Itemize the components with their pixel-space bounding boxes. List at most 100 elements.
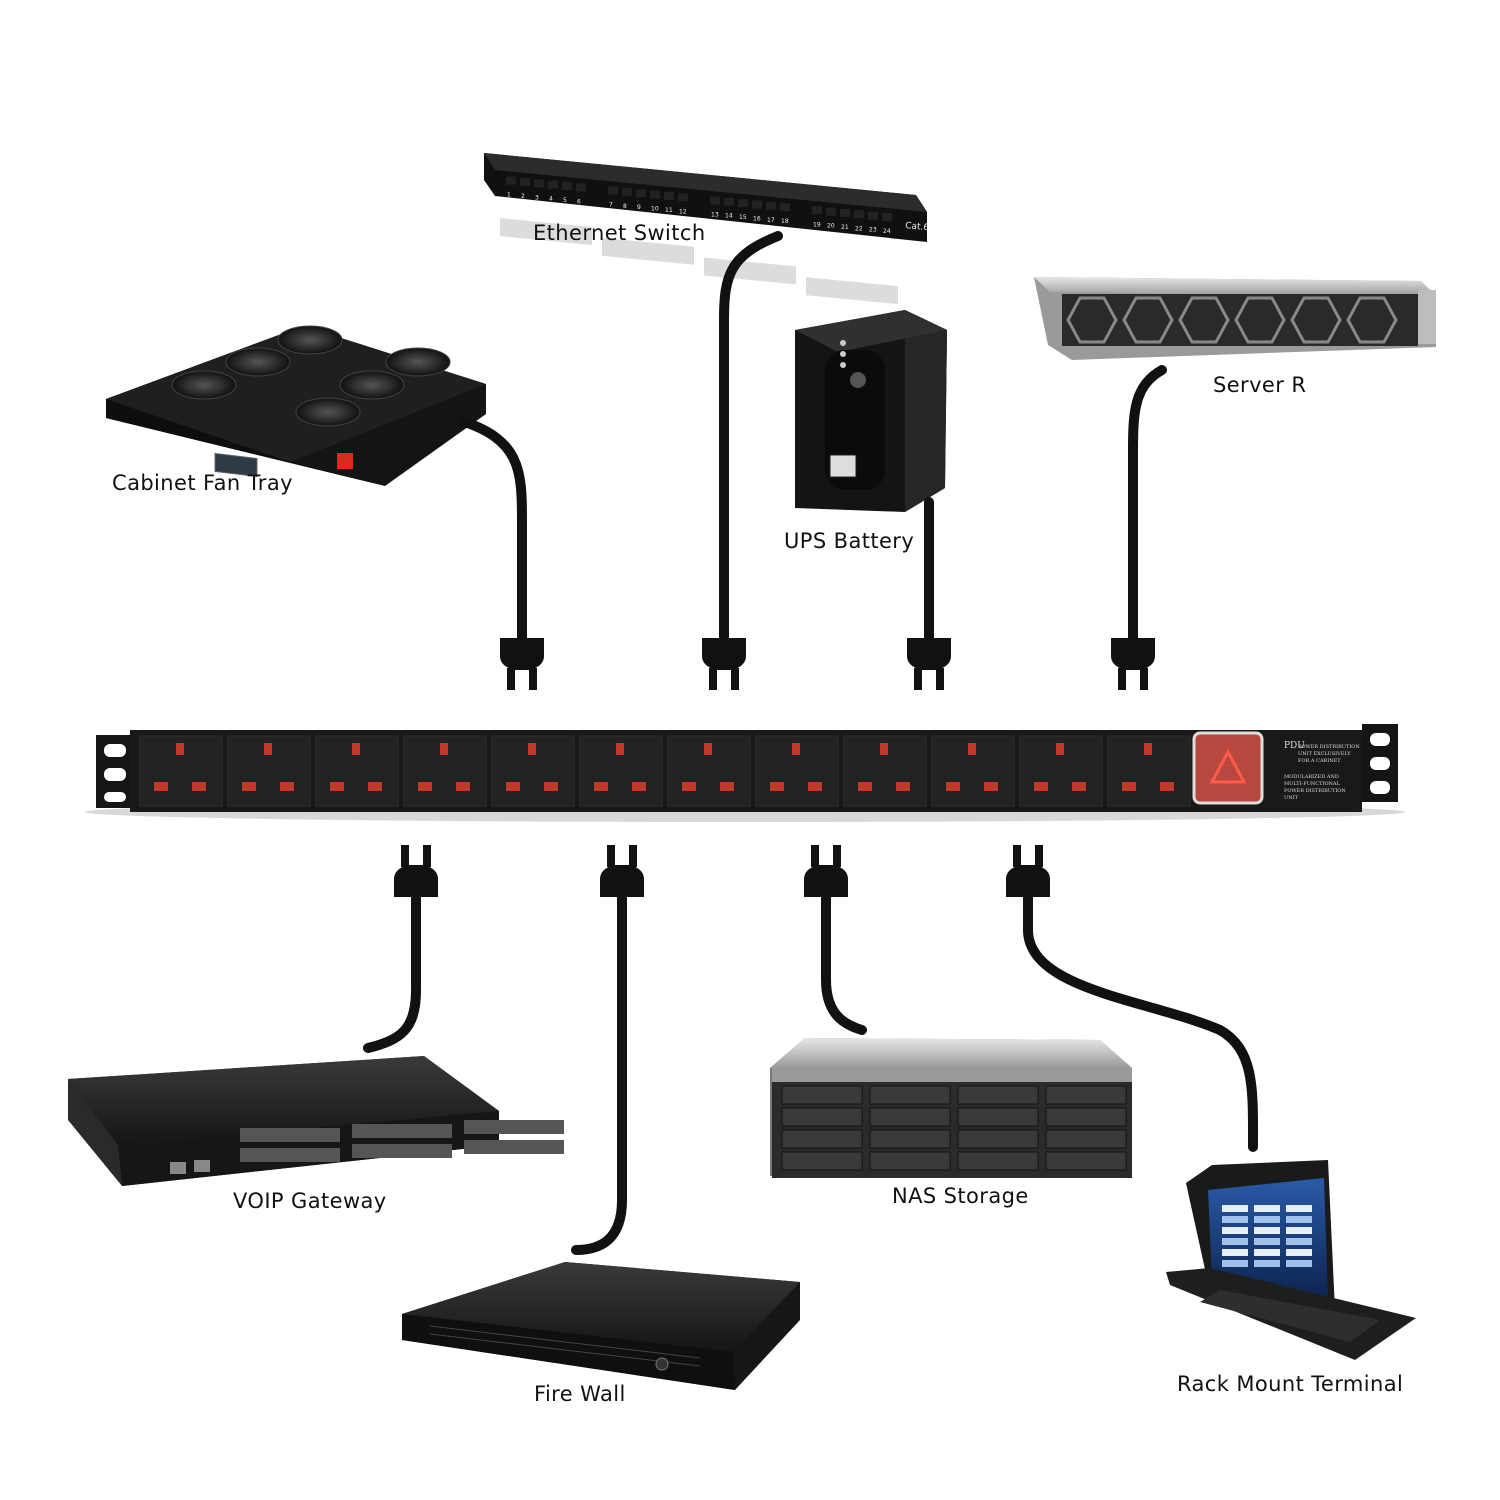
pdu-outlet-neutral-pin bbox=[544, 782, 558, 791]
terminal-screen-cell bbox=[1222, 1260, 1248, 1267]
nas-drive-bay bbox=[1045, 1151, 1127, 1171]
server-side-panel bbox=[1418, 290, 1436, 344]
cable-voip-gateway bbox=[363, 890, 421, 1053]
nas-drive-bay bbox=[869, 1085, 951, 1105]
switch-port-number: 7 bbox=[609, 201, 613, 208]
pdu-outlet-earth-pin bbox=[440, 743, 448, 755]
plug-prong bbox=[423, 845, 431, 867]
switch-port bbox=[608, 186, 618, 195]
voip-ethernet-port bbox=[170, 1162, 186, 1174]
terminal-screen-cell bbox=[1286, 1216, 1312, 1223]
label-voip-gateway: VOIP Gateway bbox=[233, 1189, 387, 1213]
switch-port-marker: Cat.6 bbox=[905, 221, 930, 233]
terminal-screen-cell bbox=[1286, 1227, 1312, 1234]
switch-port bbox=[506, 176, 516, 185]
pdu-outlet-neutral-pin bbox=[368, 782, 382, 791]
switch-port bbox=[548, 180, 558, 189]
pdu-panel-line-2: UNIT EXCLUSIVELY bbox=[1298, 751, 1351, 757]
switch-port bbox=[766, 201, 776, 210]
pdu-outlet-neutral-pin bbox=[984, 782, 998, 791]
firewall-vents bbox=[429, 1325, 701, 1367]
voip-port-bank bbox=[352, 1144, 452, 1158]
terminal-screen-cell bbox=[1222, 1216, 1248, 1223]
voip-port-bank bbox=[464, 1120, 564, 1134]
pdu-outlet-live-pin bbox=[682, 782, 696, 791]
terminal-screen-cell bbox=[1254, 1216, 1280, 1223]
server-drive-bay bbox=[1178, 296, 1230, 344]
switch-port-number: 22 bbox=[855, 225, 863, 232]
nas-drive-bay bbox=[781, 1107, 863, 1127]
plug-ethernet-switch bbox=[702, 638, 746, 690]
switch-port bbox=[840, 208, 850, 217]
switch-port-number: 19 bbox=[813, 221, 821, 228]
switch-port-number: 21 bbox=[841, 224, 849, 231]
plug-prong bbox=[1013, 845, 1021, 867]
switch-port-number: 18 bbox=[781, 218, 789, 225]
pdu-outlet-neutral-pin bbox=[720, 782, 734, 791]
cabinet-fan-tray bbox=[106, 325, 486, 486]
fan-tray-display bbox=[214, 452, 258, 478]
terminal-screen-cell bbox=[1286, 1238, 1312, 1245]
pdu-warning-icon bbox=[1209, 748, 1247, 784]
nas-drive-bay bbox=[957, 1107, 1039, 1127]
nas-drive-bay bbox=[1045, 1107, 1127, 1127]
nas-drive-bay bbox=[869, 1151, 951, 1171]
pdu-outlet-earth-pin bbox=[1144, 743, 1152, 755]
terminal-screen-cell bbox=[1254, 1238, 1280, 1245]
switch-port bbox=[882, 213, 892, 222]
switch-port bbox=[812, 206, 822, 215]
ups-badge bbox=[829, 454, 857, 478]
voip-port-bank bbox=[464, 1140, 564, 1154]
voip-gateway bbox=[68, 1056, 564, 1186]
fan-tray-power-switch bbox=[337, 453, 353, 469]
plug-voip-gateway bbox=[394, 845, 438, 897]
switch-port-number: 20 bbox=[827, 223, 835, 230]
pdu-panel-line-4: MODULARIZED AND bbox=[1284, 774, 1339, 780]
switch-port bbox=[710, 196, 720, 205]
label-ethernet-switch: Ethernet Switch bbox=[533, 221, 706, 245]
nas-drive-bay bbox=[781, 1151, 863, 1171]
switch-port-group bbox=[806, 277, 898, 305]
pdu-outlet-earth-pin bbox=[176, 743, 184, 755]
pdu-outlet-earth-pin bbox=[616, 743, 624, 755]
switch-port bbox=[650, 190, 660, 199]
switch-port-number: 13 bbox=[711, 211, 719, 218]
label-ups-battery: UPS Battery bbox=[784, 529, 915, 553]
pdu-outlet-neutral-pin bbox=[896, 782, 910, 791]
pdu-outlet-neutral-pin bbox=[456, 782, 470, 791]
switch-port-number: 10 bbox=[651, 206, 659, 213]
switch-port-number: 3 bbox=[535, 194, 539, 201]
cable-ethernet-switch bbox=[719, 231, 783, 645]
switch-port-number: 8 bbox=[623, 203, 627, 210]
nas-drive-bay bbox=[781, 1129, 863, 1149]
switch-port bbox=[576, 183, 586, 192]
switch-port bbox=[752, 200, 762, 209]
nas-drive-bay bbox=[957, 1151, 1039, 1171]
plug-server-r bbox=[1111, 638, 1155, 690]
plug-prong bbox=[401, 845, 409, 867]
pdu-outlet-earth-pin bbox=[968, 743, 976, 755]
pdu-outlet-neutral-pin bbox=[1072, 782, 1086, 791]
cable-fire-wall bbox=[571, 890, 627, 1255]
switch-port bbox=[636, 189, 646, 198]
pdu-outlet-earth-pin bbox=[704, 743, 712, 755]
nas-drive-bay bbox=[1045, 1129, 1127, 1149]
switch-port-number: 11 bbox=[665, 207, 673, 214]
switch-port-number: 4 bbox=[549, 196, 553, 203]
switch-port bbox=[622, 187, 632, 196]
switch-port-number: 6 bbox=[577, 198, 581, 205]
pdu-outlet-live-pin bbox=[858, 782, 872, 791]
terminal-screen-cell bbox=[1286, 1260, 1312, 1267]
pdu-panel-line-5: MULTI-FUNCTIONAL bbox=[1284, 781, 1341, 787]
plug-prong bbox=[1035, 845, 1043, 867]
pdu-outlet-live-pin bbox=[1122, 782, 1136, 791]
pdu-outlet-neutral-pin bbox=[1160, 782, 1174, 791]
switch-port-number: 1 bbox=[507, 192, 511, 199]
pdu-outlet-earth-pin bbox=[1056, 743, 1064, 755]
server-drive-bay bbox=[1290, 296, 1342, 344]
pdu-outlet-earth-pin bbox=[264, 743, 272, 755]
switch-port-number: 24 bbox=[883, 228, 891, 235]
terminal-screen-cell bbox=[1222, 1249, 1248, 1256]
voip-ethernet-port bbox=[194, 1160, 210, 1172]
switch-port bbox=[724, 197, 734, 206]
